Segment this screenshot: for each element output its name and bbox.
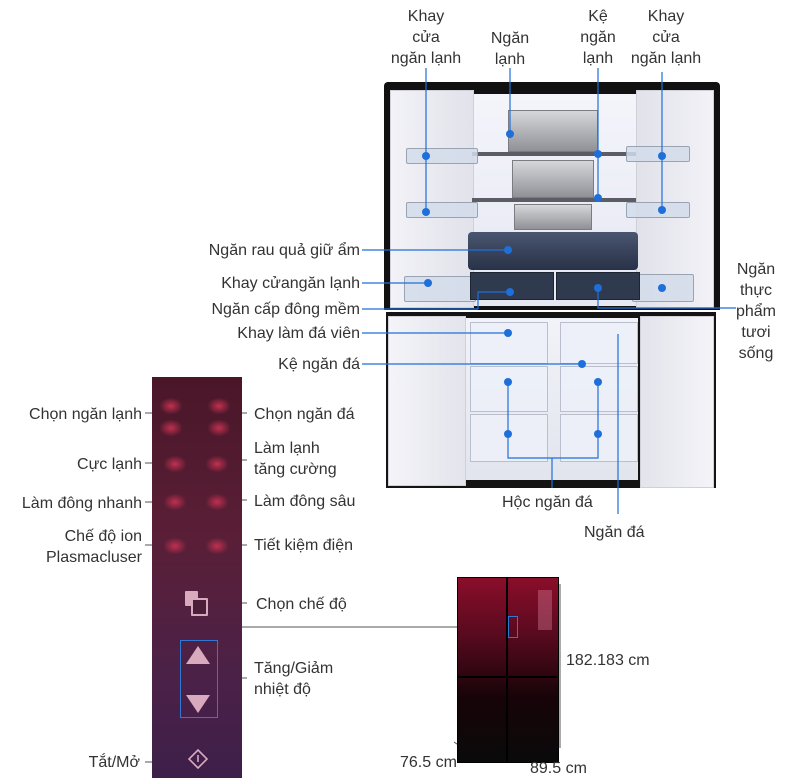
label-ngan-rau-qua: Ngăn rau quả giữ ẩm [150, 240, 360, 261]
label-ke-ngan-da: Kệ ngăn đá [150, 354, 360, 375]
label-hoc-ngan-da: Hộc ngăn đá [502, 492, 593, 513]
label-tat-mo: Tắt/Mở [0, 752, 140, 773]
panel-glow [160, 398, 182, 414]
label-cuc-lanh: Cực lạnh [0, 454, 142, 475]
label-lam-lanh-tang-cuong: Làm lạnh tăng cường [254, 438, 337, 480]
panel-glow [164, 494, 186, 510]
label-ngan-lanh: Ngăn lạnh [478, 28, 542, 70]
door-gap [457, 676, 557, 678]
arrow-up-icon[interactable] [186, 646, 210, 664]
power-icon[interactable] [188, 749, 208, 769]
label-chon-che-do: Chọn chế độ [256, 594, 347, 615]
label-khay-cua-ngan-lanh-right: Khay cửa ngăn lạnh [624, 6, 708, 69]
panel-glow [206, 538, 228, 554]
label-chon-ngan-lanh: Chọn ngăn lạnh [0, 404, 142, 425]
label-chon-ngan-da: Chọn ngăn đá [254, 404, 355, 425]
label-khay-lam-da-vien: Khay làm đá viên [150, 323, 360, 344]
panel-highlight [508, 616, 518, 638]
panel-glow [164, 538, 186, 554]
panel-glow [206, 456, 228, 472]
label-khay-cua-ngan-lanh-mid: Khay cửangăn lạnh [150, 273, 360, 294]
dimension-height: 182.183 cm [566, 650, 650, 671]
label-lam-dong-sau: Làm đông sâu [254, 491, 355, 512]
label-ke-ngan-lanh: Kệ ngăn lạnh [568, 6, 628, 69]
panel-glow [206, 494, 228, 510]
panel-glow [164, 456, 186, 472]
label-ngan-cap-dong-mem: Ngăn cấp đông mềm [150, 299, 360, 320]
label-che-do-ion: Chế độ ion Plasmacluser [0, 526, 142, 568]
mode-select-icon[interactable] [185, 591, 207, 613]
label-lam-dong-nhanh: Làm đông nhanh [0, 493, 142, 514]
label-ngan-thuc-pham: Ngăn thực phẩm tươi sống [724, 259, 788, 364]
label-khay-cua-ngan-lanh-left: Khay cửa ngăn lạnh [386, 6, 466, 69]
panel-glow [208, 420, 230, 436]
fridge-control-panel-small [538, 590, 552, 630]
dimension-depth: 76.5 cm [400, 752, 457, 773]
label-ngan-da: Ngăn đá [584, 522, 645, 543]
panel-glow [160, 420, 182, 436]
dimension-width: 89.5 cm [530, 758, 587, 779]
label-tiet-kiem-dien: Tiết kiệm điện [254, 535, 353, 556]
door-gap [506, 577, 508, 761]
panel-glow [208, 398, 230, 414]
label-tang-giam-nhiet-do: Tăng/Giảm nhiệt độ [254, 658, 333, 700]
dot [422, 152, 430, 160]
arrow-down-icon[interactable] [186, 695, 210, 713]
